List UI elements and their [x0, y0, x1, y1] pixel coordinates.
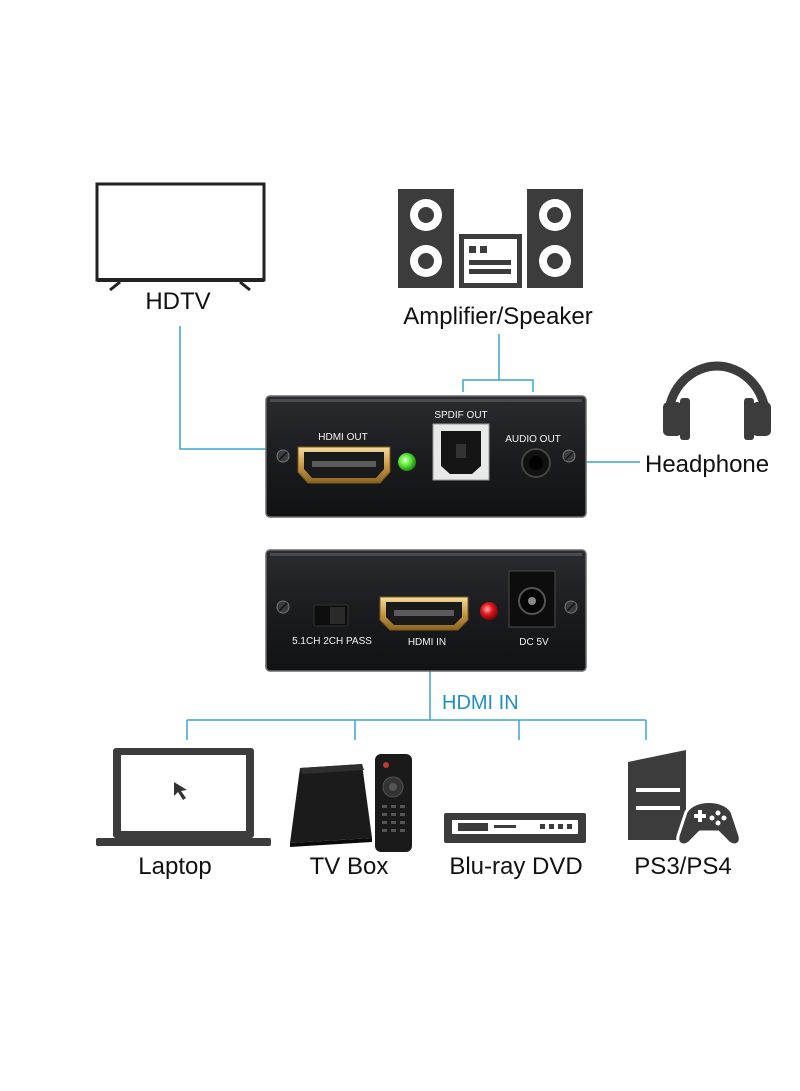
spdif-out-label: SPDIF OUT	[434, 410, 487, 421]
tv-box-icon	[290, 764, 372, 847]
hdmi-out-label: HDMI OUT	[318, 432, 367, 443]
bluray-device: Blu-ray DVD	[444, 813, 586, 880]
amplifier-device: Amplifier/Speaker	[398, 189, 593, 330]
mode-switch	[313, 604, 349, 627]
audio-out-jack	[521, 448, 551, 478]
hdtv-line	[179, 326, 285, 450]
amplifier-branch-right	[499, 379, 534, 392]
spdif-out-port	[432, 423, 490, 481]
screw-icon	[562, 449, 576, 463]
screw-icon	[276, 449, 290, 463]
hdmi-in-port	[379, 596, 469, 631]
laptop-label: Laptop	[138, 853, 211, 880]
dc-jack	[508, 570, 556, 628]
headphone-device: Headphone	[645, 361, 771, 478]
headphone-icon	[663, 361, 771, 440]
back-panel: 5.1CH 2CH PASS HDMI IN DC 5V	[265, 549, 587, 672]
gamepad-icon	[676, 800, 742, 847]
speaker-system-icon	[398, 189, 583, 288]
front-panel: HDMI OUT SPDIF OUT AUDIO OUT	[265, 395, 587, 518]
connector-lines	[179, 326, 647, 740]
laptop-device: Laptop	[96, 748, 271, 880]
dc-label: DC 5V	[519, 637, 549, 648]
remote-icon	[375, 754, 412, 852]
tvbox-device: TV Box	[290, 754, 412, 880]
hdtv-label: HDTV	[145, 288, 210, 315]
audio-out-label: AUDIO OUT	[505, 434, 561, 445]
ps-label: PS3/PS4	[634, 853, 731, 880]
hdmi-out-port	[297, 446, 391, 484]
tv-icon	[95, 182, 266, 292]
screw-icon	[564, 600, 578, 614]
headphone-label: Headphone	[645, 451, 769, 478]
hdmi-in-arrow-label: HDMI IN	[442, 692, 519, 714]
switch-label: 5.1CH 2CH PASS	[292, 636, 372, 647]
amplifier-line	[462, 334, 500, 392]
bluray-player-icon	[444, 813, 586, 843]
cursor-icon	[174, 782, 187, 800]
hdtv-device: HDTV	[95, 182, 266, 315]
screw-icon	[276, 600, 290, 614]
hdmi-in-port-label: HDMI IN	[408, 637, 446, 648]
power-led-green	[398, 453, 416, 471]
ps-device: PS3/PS4	[628, 750, 742, 880]
laptop-icon	[96, 748, 271, 846]
amplifier-label: Amplifier/Speaker	[403, 303, 592, 330]
game-console-icon	[628, 750, 686, 840]
status-led-red	[480, 602, 498, 620]
bluray-label: Blu-ray DVD	[449, 853, 582, 880]
tvbox-label: TV Box	[310, 853, 389, 880]
